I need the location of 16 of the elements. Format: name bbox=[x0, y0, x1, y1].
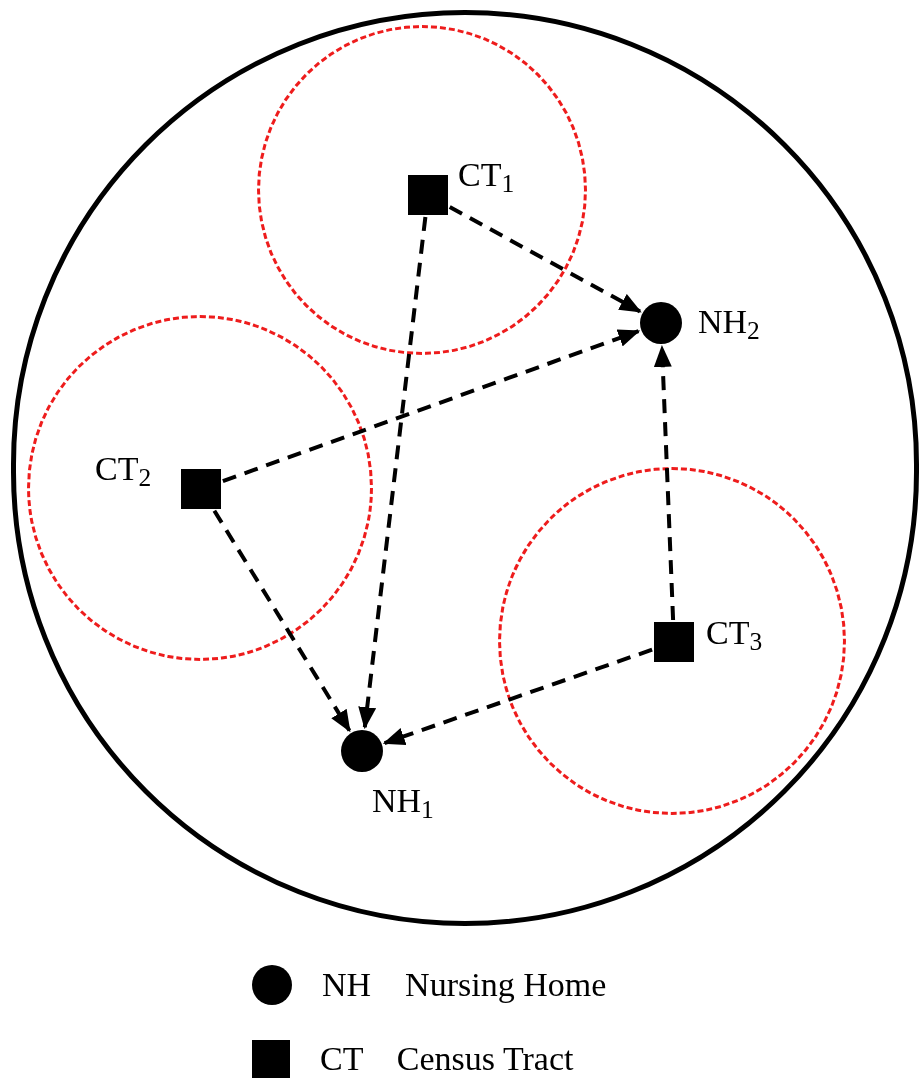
legend-text: NH Nursing Home bbox=[322, 968, 607, 1002]
node-label: CT$_{1}$ bbox=[458, 158, 515, 192]
node-label: NH$_{2}$ bbox=[698, 305, 760, 339]
census-tract-square bbox=[181, 469, 221, 509]
node-label: CT$_{3}$ bbox=[706, 616, 763, 650]
dashed-arrow bbox=[653, 345, 676, 621]
legend-text: CT Census Tract bbox=[320, 1042, 574, 1076]
node-label: CT$_{2}$ bbox=[95, 452, 152, 486]
dashed-arrow bbox=[448, 205, 642, 314]
node-label: NH$_{1}$ bbox=[372, 784, 434, 818]
census-tract-square bbox=[408, 175, 448, 215]
dashed-arrow bbox=[212, 509, 352, 733]
dashed-arrow bbox=[358, 216, 428, 730]
dashed-arrow bbox=[382, 647, 653, 745]
dashed-arrow bbox=[222, 329, 641, 483]
census-tract-square bbox=[654, 622, 694, 662]
